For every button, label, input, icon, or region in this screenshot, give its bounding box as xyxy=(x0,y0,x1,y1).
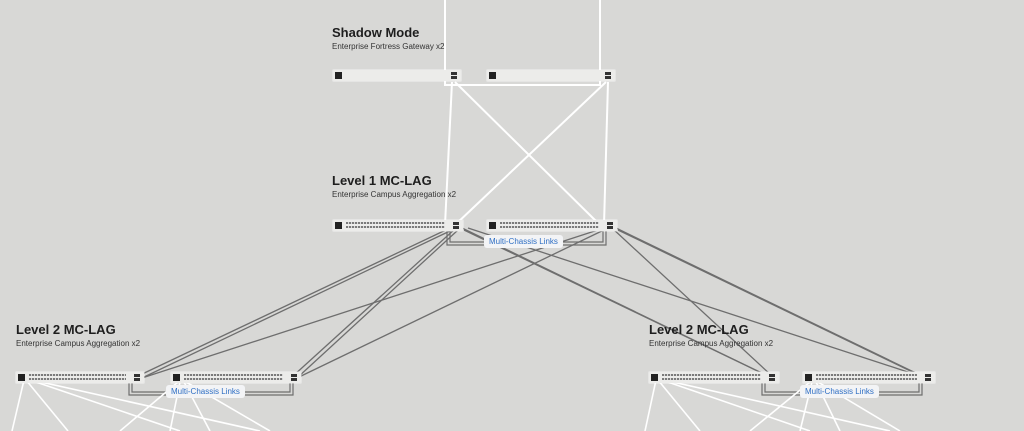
uplink-port-icon xyxy=(925,374,931,381)
port-row-icon xyxy=(500,222,599,229)
tier-title: Level 2 MC-LAG xyxy=(649,322,749,337)
aggregation-switch-6[interactable] xyxy=(803,372,935,383)
mc-links-label[interactable]: Multi-Chassis Links xyxy=(484,235,563,248)
mc-links-label[interactable]: Multi-Chassis Links xyxy=(800,385,879,398)
tier-subtitle: Enterprise Campus Aggregation x2 xyxy=(649,339,774,348)
shadow-links xyxy=(444,0,609,226)
mc-links-label[interactable]: Multi-Chassis Links xyxy=(166,385,245,398)
l1-l2-links xyxy=(137,227,926,379)
port-row-icon xyxy=(29,374,126,381)
tier-subtitle: Enterprise Campus Aggregation x2 xyxy=(16,339,141,348)
uplink-port-icon xyxy=(451,72,457,79)
tier-title: Shadow Mode xyxy=(332,25,420,40)
console-port-icon xyxy=(335,72,342,79)
port-row-icon xyxy=(816,374,917,381)
tier-subtitle: Enterprise Campus Aggregation x2 xyxy=(332,190,457,199)
aggregation-switch-1[interactable] xyxy=(333,220,463,231)
aggregation-switch-4[interactable] xyxy=(171,372,301,383)
tier-title: Level 1 MC-LAG xyxy=(332,173,432,188)
console-port-icon xyxy=(173,374,180,381)
tier-title: Level 2 MC-LAG xyxy=(16,322,116,337)
console-port-icon xyxy=(651,374,658,381)
uplink-port-icon xyxy=(769,374,775,381)
uplink-port-icon xyxy=(291,374,297,381)
port-row-icon xyxy=(346,222,445,229)
uplink-port-icon xyxy=(605,72,611,79)
console-port-icon xyxy=(335,222,342,229)
aggregation-switch-5[interactable] xyxy=(649,372,779,383)
tier-subtitle: Enterprise Fortress Gateway x2 xyxy=(332,42,445,51)
console-port-icon xyxy=(805,374,812,381)
aggregation-switch-2[interactable] xyxy=(487,220,617,231)
uplink-port-icon xyxy=(134,374,140,381)
gateway-device-2[interactable] xyxy=(487,70,615,81)
access-links xyxy=(11,379,901,431)
console-port-icon xyxy=(489,222,496,229)
uplink-port-icon xyxy=(453,222,459,229)
port-row-icon xyxy=(662,374,761,381)
uplink-port-icon xyxy=(607,222,613,229)
port-row-icon xyxy=(184,374,283,381)
gateway-device-1[interactable] xyxy=(333,70,461,81)
console-port-icon xyxy=(489,72,496,79)
console-port-icon xyxy=(18,374,25,381)
mc-loops xyxy=(128,230,923,396)
aggregation-switch-3[interactable] xyxy=(16,372,144,383)
